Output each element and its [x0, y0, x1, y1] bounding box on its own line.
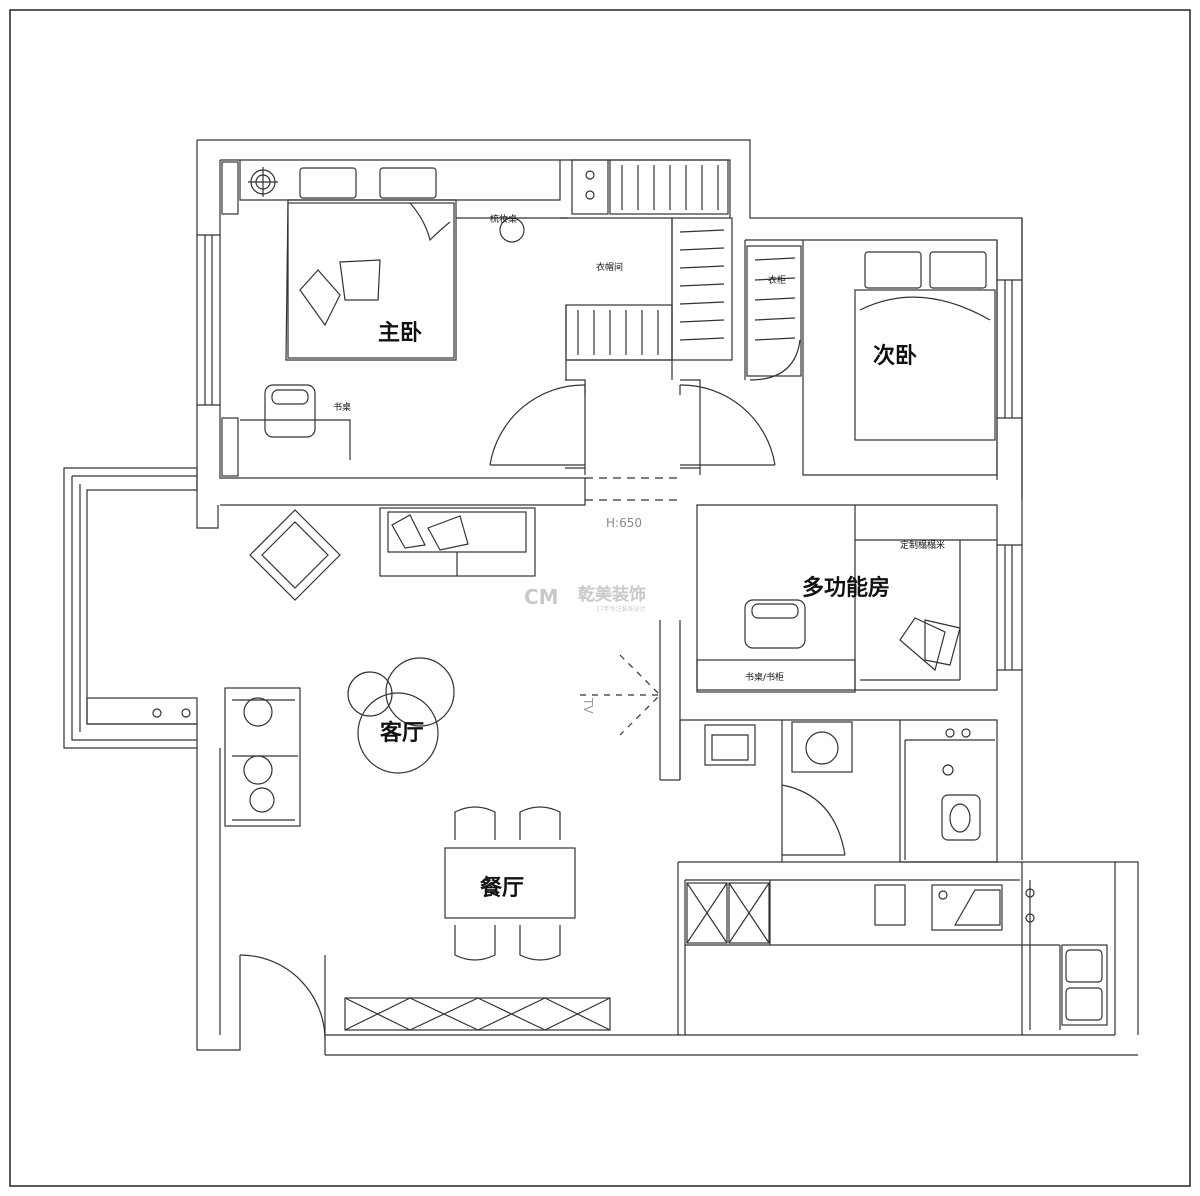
- balcony-left-rail: [71, 475, 197, 741]
- multi-room-walls: [696, 504, 998, 691]
- watermark-logo: CM: [524, 585, 559, 609]
- basin: [704, 724, 756, 766]
- pillow: [379, 167, 437, 199]
- room-label-dining-room: 餐厅: [480, 876, 524, 901]
- blanket-fold: [859, 296, 991, 321]
- kitchen-balcony-rail: [1021, 862, 1116, 1035]
- wardrobe-door: [749, 339, 801, 381]
- doorway-dashed: [585, 477, 680, 501]
- stove: [931, 884, 1003, 931]
- cushion: [249, 787, 275, 813]
- chair-icon: [744, 599, 806, 649]
- drain-icon: [942, 764, 954, 776]
- room-label-multi-room: 多功能房: [802, 575, 890, 601]
- second-bed: [854, 289, 996, 441]
- room-label-second-bedroom: 次卧: [873, 343, 917, 369]
- coffee-table: [347, 671, 393, 717]
- closet-wall: [560, 217, 673, 380]
- cushion: [427, 515, 469, 551]
- master-desk: [240, 419, 351, 460]
- tv-arrow: [580, 654, 661, 736]
- tatami-divider: [854, 505, 997, 690]
- pillow: [929, 251, 987, 289]
- closet-rack-top: [609, 159, 729, 215]
- desk-shelf: [696, 659, 856, 693]
- room-label-master-bedroom: 主卧: [378, 321, 422, 346]
- label-desk-master: 书桌: [333, 401, 351, 413]
- label-tv: TV: [581, 697, 595, 714]
- closet-unit: [571, 159, 609, 215]
- toilet: [941, 794, 981, 841]
- label-wardrobe: 衣柜: [768, 274, 786, 286]
- second-bedroom-walls: [744, 239, 998, 476]
- left-lower-wall: [196, 748, 241, 1051]
- floor-drain: [181, 708, 191, 718]
- doorway: [565, 379, 701, 475]
- master-window-left: [221, 417, 239, 477]
- window-left: [197, 234, 220, 406]
- pillow: [299, 167, 357, 199]
- pillow: [864, 251, 922, 289]
- frame: [9, 9, 1191, 1187]
- fridge: [728, 882, 770, 944]
- dining-chair: [519, 925, 561, 961]
- appliance: [874, 884, 906, 926]
- window-right-lower: [997, 544, 1022, 671]
- shoe-cabinet: [344, 997, 611, 1031]
- cushion: [243, 755, 273, 785]
- chair-icon: [264, 384, 316, 438]
- door-swing: [679, 384, 776, 466]
- outer-wall-top-inner: [220, 159, 731, 218]
- fridge: [686, 882, 728, 944]
- armchair: [249, 509, 341, 601]
- dining-chair: [454, 806, 496, 840]
- cushion: [899, 617, 946, 672]
- balcony-left-ledge: [86, 697, 198, 725]
- label-walk-in-closet: 衣帽间: [596, 261, 623, 273]
- sofa: [224, 687, 301, 827]
- washing-machine: [791, 721, 853, 773]
- closet-rack-bottom: [565, 304, 673, 361]
- cushion: [243, 697, 273, 727]
- blanket-fold: [409, 202, 451, 242]
- label-desk-shelf: 书桌/书柜: [745, 671, 784, 683]
- cushion: [299, 269, 341, 327]
- master-bed: [287, 202, 455, 359]
- dining-chair: [454, 925, 496, 961]
- door-swing: [489, 384, 586, 466]
- outer-wall-left: [196, 140, 219, 529]
- watermark: CM 乾美装饰 17年专注装饰设计: [524, 584, 646, 613]
- watermark-tagline: 17年专注装饰设计: [596, 605, 646, 613]
- watermark-name: 乾美装饰: [578, 584, 646, 605]
- dining-chair: [519, 806, 561, 840]
- label-dresser: 梳妆桌: [490, 213, 517, 225]
- master-bed-frame: [285, 199, 457, 361]
- wardrobe: [746, 245, 802, 377]
- coffee-table: [357, 692, 439, 774]
- dining-table: [444, 847, 576, 919]
- window-right: [997, 279, 1022, 419]
- balcony-left: [63, 467, 198, 749]
- entry-door: [239, 954, 326, 1041]
- drain-icon: [1025, 888, 1035, 898]
- cushion: [339, 259, 381, 301]
- multi-room-door: [659, 620, 681, 781]
- floor-drain: [152, 708, 162, 718]
- bathroom-door: [781, 784, 846, 856]
- bathroom-walls: [679, 719, 998, 863]
- coffee-table: [385, 657, 455, 727]
- drain-icon: [1025, 913, 1035, 923]
- cushion: [924, 619, 961, 666]
- master-top-cabinet: [239, 160, 561, 201]
- label-door-height: H:650: [606, 516, 642, 530]
- master-window-top: [221, 161, 239, 215]
- kitchen-walls: [677, 861, 1139, 1035]
- cushion: [391, 514, 426, 549]
- label-tatami: 定制榻榻米: [900, 539, 945, 551]
- kitchen-counter: [685, 879, 1061, 1030]
- room-label-living-room: 客厅: [380, 720, 424, 746]
- kitchen-sink: [1061, 944, 1108, 1026]
